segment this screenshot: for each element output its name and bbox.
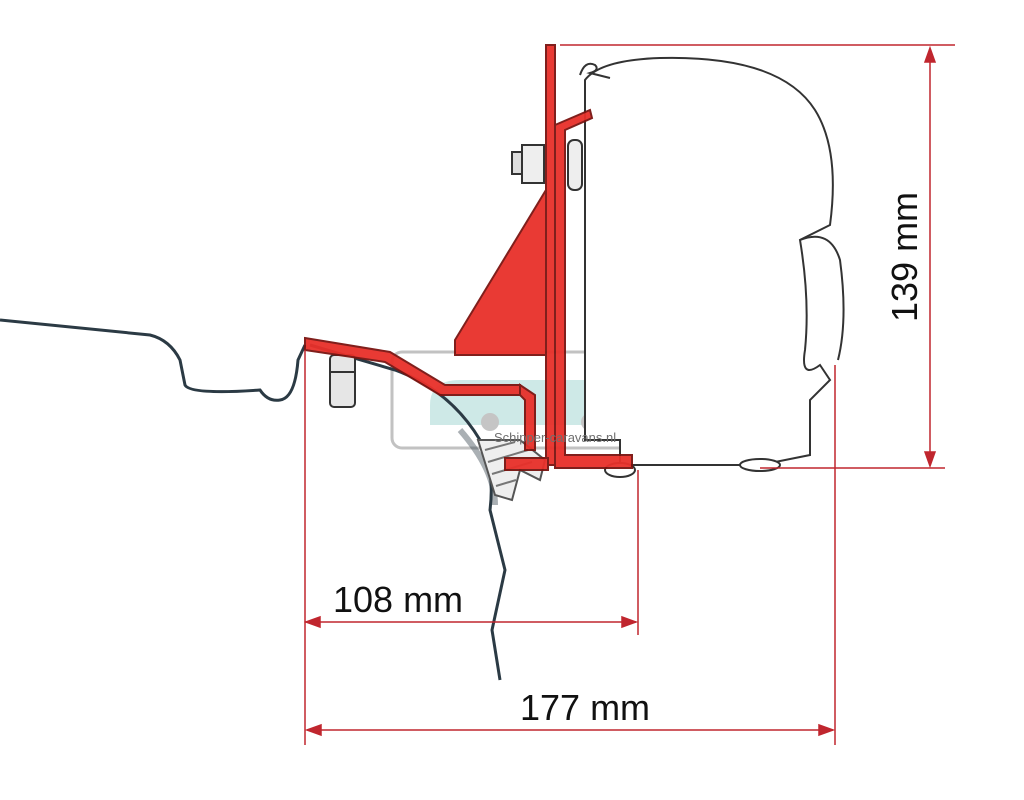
outer-width-label: 177 mm — [520, 687, 650, 728]
fastener-icon — [329, 354, 356, 408]
hook-icon — [579, 62, 611, 79]
vehicle-roof-profile — [0, 318, 307, 402]
height-label: 139 mm — [884, 192, 925, 322]
adapter-bracket — [304, 44, 633, 471]
inner-width-dimension — [303, 470, 639, 635]
awning-cassette — [584, 56, 834, 466]
outer-width-dimension — [304, 350, 836, 745]
watermark-text: Schipper-caravans.nl — [494, 430, 616, 445]
height-dimension — [560, 44, 955, 469]
inner-width-label: 108 mm — [333, 579, 463, 620]
bolt-icon — [511, 139, 583, 191]
